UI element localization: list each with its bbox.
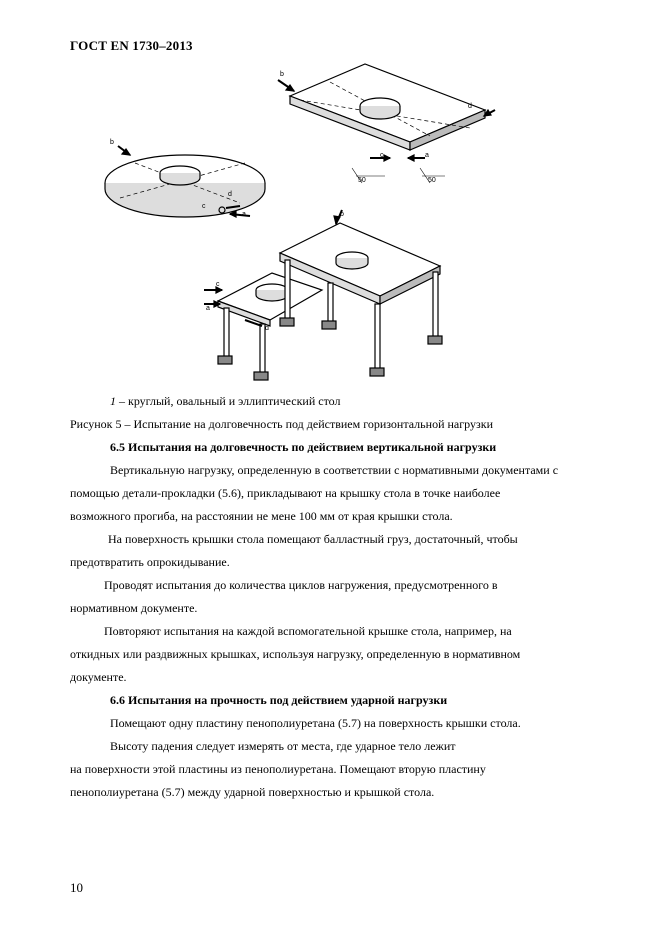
label-c-round: c	[202, 203, 206, 210]
label-dim2: 50	[428, 177, 436, 184]
section-6-5-line: Вертикальную нагрузку, определенную в со…	[110, 463, 559, 477]
section-6-5-line: предотвратить опрокидывание.	[70, 555, 230, 569]
label-a-rect: a	[425, 152, 429, 159]
section-6-6-line: пенополиуретана (5.7) между ударной пове…	[70, 785, 435, 799]
label-a-ext: a	[206, 305, 210, 312]
section-6-5-line: Проводят испытания до количества циклов …	[104, 578, 498, 592]
round-table-drawing	[104, 145, 266, 218]
section-6-5-line: документе.	[70, 670, 127, 684]
section-6-6-line: на поверхности этой пластины из пенополи…	[70, 762, 486, 776]
figure-5-drawing: b d c a 50 50 b d c a	[104, 63, 496, 381]
figure-item-number: 1	[110, 394, 116, 408]
document-header: ГОСТ EN 1730–2013	[70, 38, 193, 53]
label-c-ext: c	[216, 281, 220, 288]
label-d-round: d	[228, 191, 232, 198]
section-6-5-heading: 6.5 Испытания на долговечность по действ…	[110, 440, 497, 454]
section-6-5-line: откидных или раздвижных крышках, использ…	[70, 647, 521, 661]
label-d-rect: d	[468, 103, 472, 110]
label-dim1: 50	[358, 177, 366, 184]
label-c-rect: c	[380, 152, 384, 159]
label-a-round: a	[242, 211, 246, 218]
page-number: 10	[70, 880, 83, 895]
label-b-ext: b	[340, 211, 344, 218]
section-6-5-line: На поверхность крышки стола помещают бал…	[108, 532, 518, 546]
table-with-extension-drawing	[204, 209, 443, 381]
figure-caption: Рисунок 5 – Испытание на долговечность п…	[70, 417, 493, 431]
section-6-5-line: возможного прогиба, на расстоянии не мен…	[70, 509, 453, 523]
section-6-5-line: помощью детали-прокладки (5.6), приклады…	[70, 486, 501, 500]
figure-item-caption: 1 – круглый, овальный и эллиптический ст…	[110, 394, 341, 408]
rectangular-table-drawing	[277, 63, 496, 184]
label-b-round: b	[110, 139, 114, 146]
section-6-5-line: нормативном документе.	[70, 601, 198, 615]
label-b-rect: b	[280, 71, 284, 78]
section-6-6-heading: 6.6 Испытания на прочность под действием…	[110, 693, 448, 707]
label-d-ext: d	[265, 325, 269, 332]
section-6-6-line: Высоту падения следует измерять от места…	[110, 739, 456, 753]
figure-item-text: – круглый, овальный и эллиптический стол	[116, 394, 341, 408]
section-6-6-line: Помещают одну пластину пенополиуретана (…	[110, 716, 521, 730]
section-6-5-line: Повторяют испытания на каждой вспомогате…	[104, 624, 512, 638]
